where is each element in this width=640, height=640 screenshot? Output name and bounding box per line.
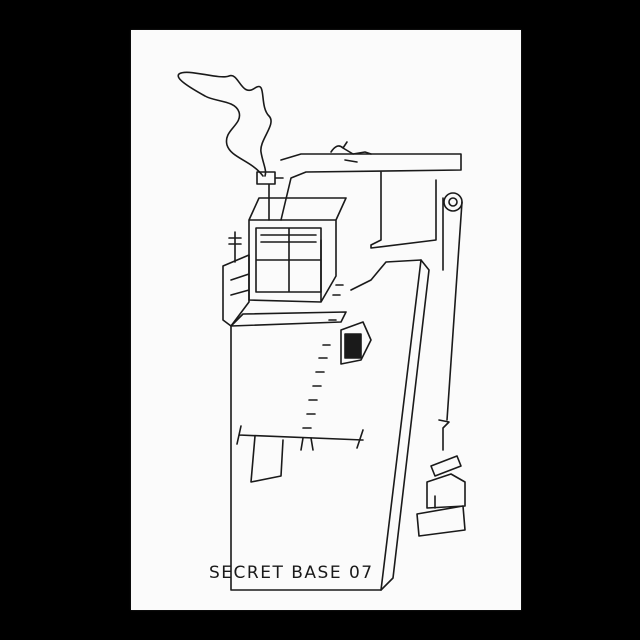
tower-frame [280, 153, 462, 221]
hanging-blocks [416, 455, 466, 537]
hook [438, 419, 450, 451]
deck-platform [230, 311, 347, 327]
ladder-rungs [302, 284, 344, 429]
clothesline [236, 425, 364, 449]
balcony-railing [222, 254, 250, 327]
smoke-plume [177, 71, 272, 177]
hanging-cloth [250, 435, 284, 483]
line-drawing-illustration [177, 71, 466, 591]
black-box [340, 321, 372, 365]
cabin-window [255, 227, 322, 293]
postcard: SECRET BASE 07 [131, 30, 521, 610]
chimney [256, 171, 284, 221]
pulley-wheel [443, 192, 463, 212]
person-on-beam [330, 141, 372, 163]
crane-arm [370, 171, 437, 249]
card-caption: SECRET BASE 07 [209, 563, 374, 583]
tower-slab [230, 259, 422, 591]
antenna [228, 231, 242, 263]
cabin-box [248, 197, 347, 303]
